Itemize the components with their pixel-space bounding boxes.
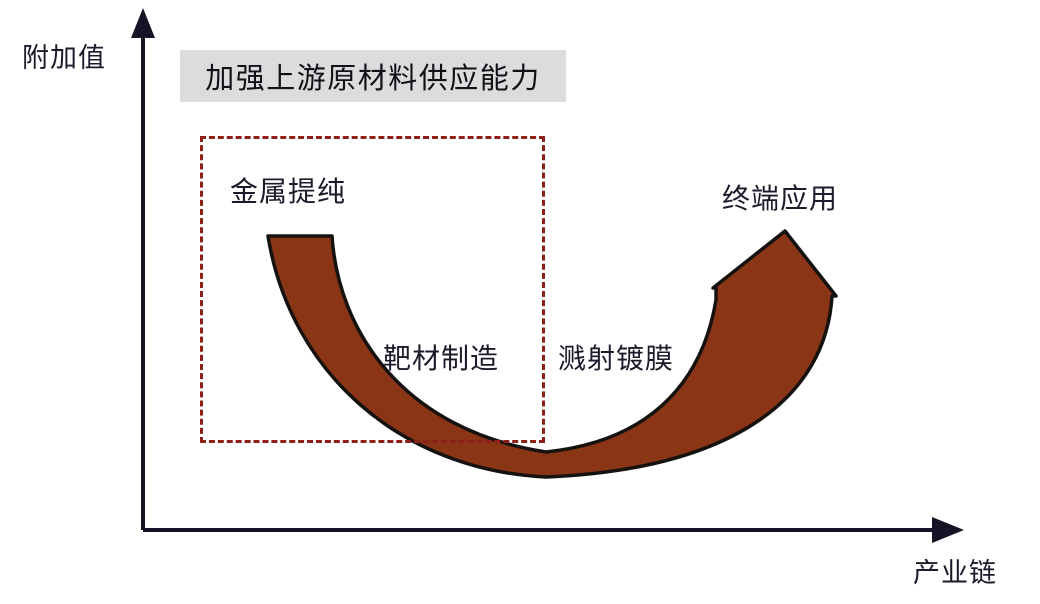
y-axis-label: 附加值	[22, 43, 106, 73]
stage-label-sputter-coating: 溅射镀膜	[558, 343, 675, 374]
stage-label-end-application: 终端应用	[722, 183, 839, 214]
x-axis-label: 产业链	[913, 558, 997, 588]
curve-arrow-shape	[266, 229, 838, 479]
y-axis-arrowhead-icon	[131, 8, 155, 38]
title-banner: 加强上游原材料供应能力	[180, 50, 566, 102]
stage-label-metal-refining: 金属提纯	[230, 176, 347, 207]
stage-label-target-manufacturing: 靶材制造	[383, 343, 500, 374]
x-axis-arrowhead-icon	[932, 517, 964, 543]
upstream-highlight-box	[200, 136, 545, 443]
title-banner-label: 加强上游原材料供应能力	[205, 63, 541, 95]
